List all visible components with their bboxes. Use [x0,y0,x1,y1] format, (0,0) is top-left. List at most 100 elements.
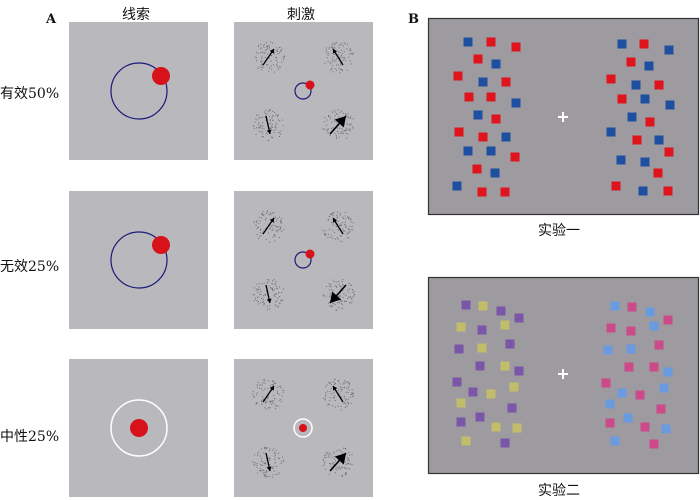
colored-square [461,436,471,446]
noise-dot [256,60,258,62]
colored-square [509,382,519,392]
noise-dot [274,452,276,454]
noise-dot [256,220,258,222]
noise-dot [346,381,348,383]
noise-dot [332,464,334,466]
stimulus-display [234,191,373,329]
noise-dot [346,43,348,45]
noise-dot [278,472,280,474]
noise-dot [344,473,346,475]
noise-dot [275,57,277,59]
noise-dot [275,128,277,130]
noise-dot [258,216,260,218]
noise-dot [257,291,259,293]
noise-dot [281,230,283,232]
noise-dot [266,64,268,66]
noise-dot [267,308,269,310]
noise-dot [327,452,329,454]
noise-dot [344,407,346,409]
noise-dot [258,117,260,119]
noise-dot [328,452,330,454]
arrow-head-icon [333,386,338,391]
noise-dot [341,388,343,390]
noise-dot [345,59,347,61]
noise-dot [344,221,346,223]
noise-dot [277,457,279,459]
noise-dot [254,300,256,302]
noise-dot [344,215,346,217]
noise-dot [272,288,274,290]
noise-dot [272,111,274,113]
noise-dot [256,119,258,121]
noise-dot [272,474,274,476]
colored-square [500,320,510,330]
noise-dot [332,468,334,470]
noise-dot [337,127,339,129]
noise-dot [340,225,342,227]
noise-dot [328,219,330,221]
noise-dot [266,447,268,449]
noise-dot [342,228,344,230]
noise-dot [260,217,262,219]
arrow-head-icon [269,49,274,54]
noise-dot [273,64,275,66]
noise-dot [340,405,342,407]
noise-dot [329,46,331,48]
noise-dot [337,302,339,304]
noise-dot [261,457,263,459]
noise-dot [333,217,335,219]
noise-dot [338,393,340,395]
noise-dot [255,51,257,53]
noise-dot [273,403,275,405]
noise-dot [277,115,279,117]
noise-dot [340,224,342,226]
noise-dot [274,456,276,458]
colored-square [486,37,496,47]
noise-dot [260,131,262,133]
noise-dot [329,295,331,297]
noise-dot [322,128,324,130]
noise-dot [352,222,354,224]
noise-dot [345,472,347,474]
noise-dot [351,392,353,394]
noise-dot [254,464,256,466]
noise-dot [263,452,265,454]
noise-dot [273,289,275,291]
noise-dot [267,395,269,397]
noise-dot [258,282,260,284]
colored-square [626,344,636,354]
panel-a-label: A [46,12,57,27]
noise-dot [327,132,329,134]
noise-dot [352,229,354,231]
noise-dot [264,448,266,450]
noise-dot [348,56,350,58]
noise-dot [260,125,262,127]
noise-dot [352,296,354,298]
noise-dot [275,230,277,232]
noise-dot [338,449,340,451]
noise-dot [331,462,333,464]
noise-dot [256,392,258,394]
noise-dot [326,451,328,453]
noise-dot [345,114,347,116]
noise-dot [276,465,278,467]
colored-square [640,94,650,104]
noise-dot [258,286,260,288]
noise-dot [335,468,337,470]
noise-dot [347,387,349,389]
row-label-invalid: 无效25% [0,259,60,275]
noise-dot [264,473,266,475]
noise-dot [274,304,276,306]
colored-square [505,339,515,349]
noise-dot [262,396,264,398]
noise-dot [259,232,261,234]
noise-dot [267,397,269,399]
noise-dot [266,46,268,48]
noise-dot [253,463,255,465]
noise-dot [344,43,346,45]
noise-dot [336,42,338,44]
noise-dot [271,402,273,404]
noise-dot [270,384,272,386]
noise-dot [344,382,346,384]
noise-dot [254,294,256,296]
